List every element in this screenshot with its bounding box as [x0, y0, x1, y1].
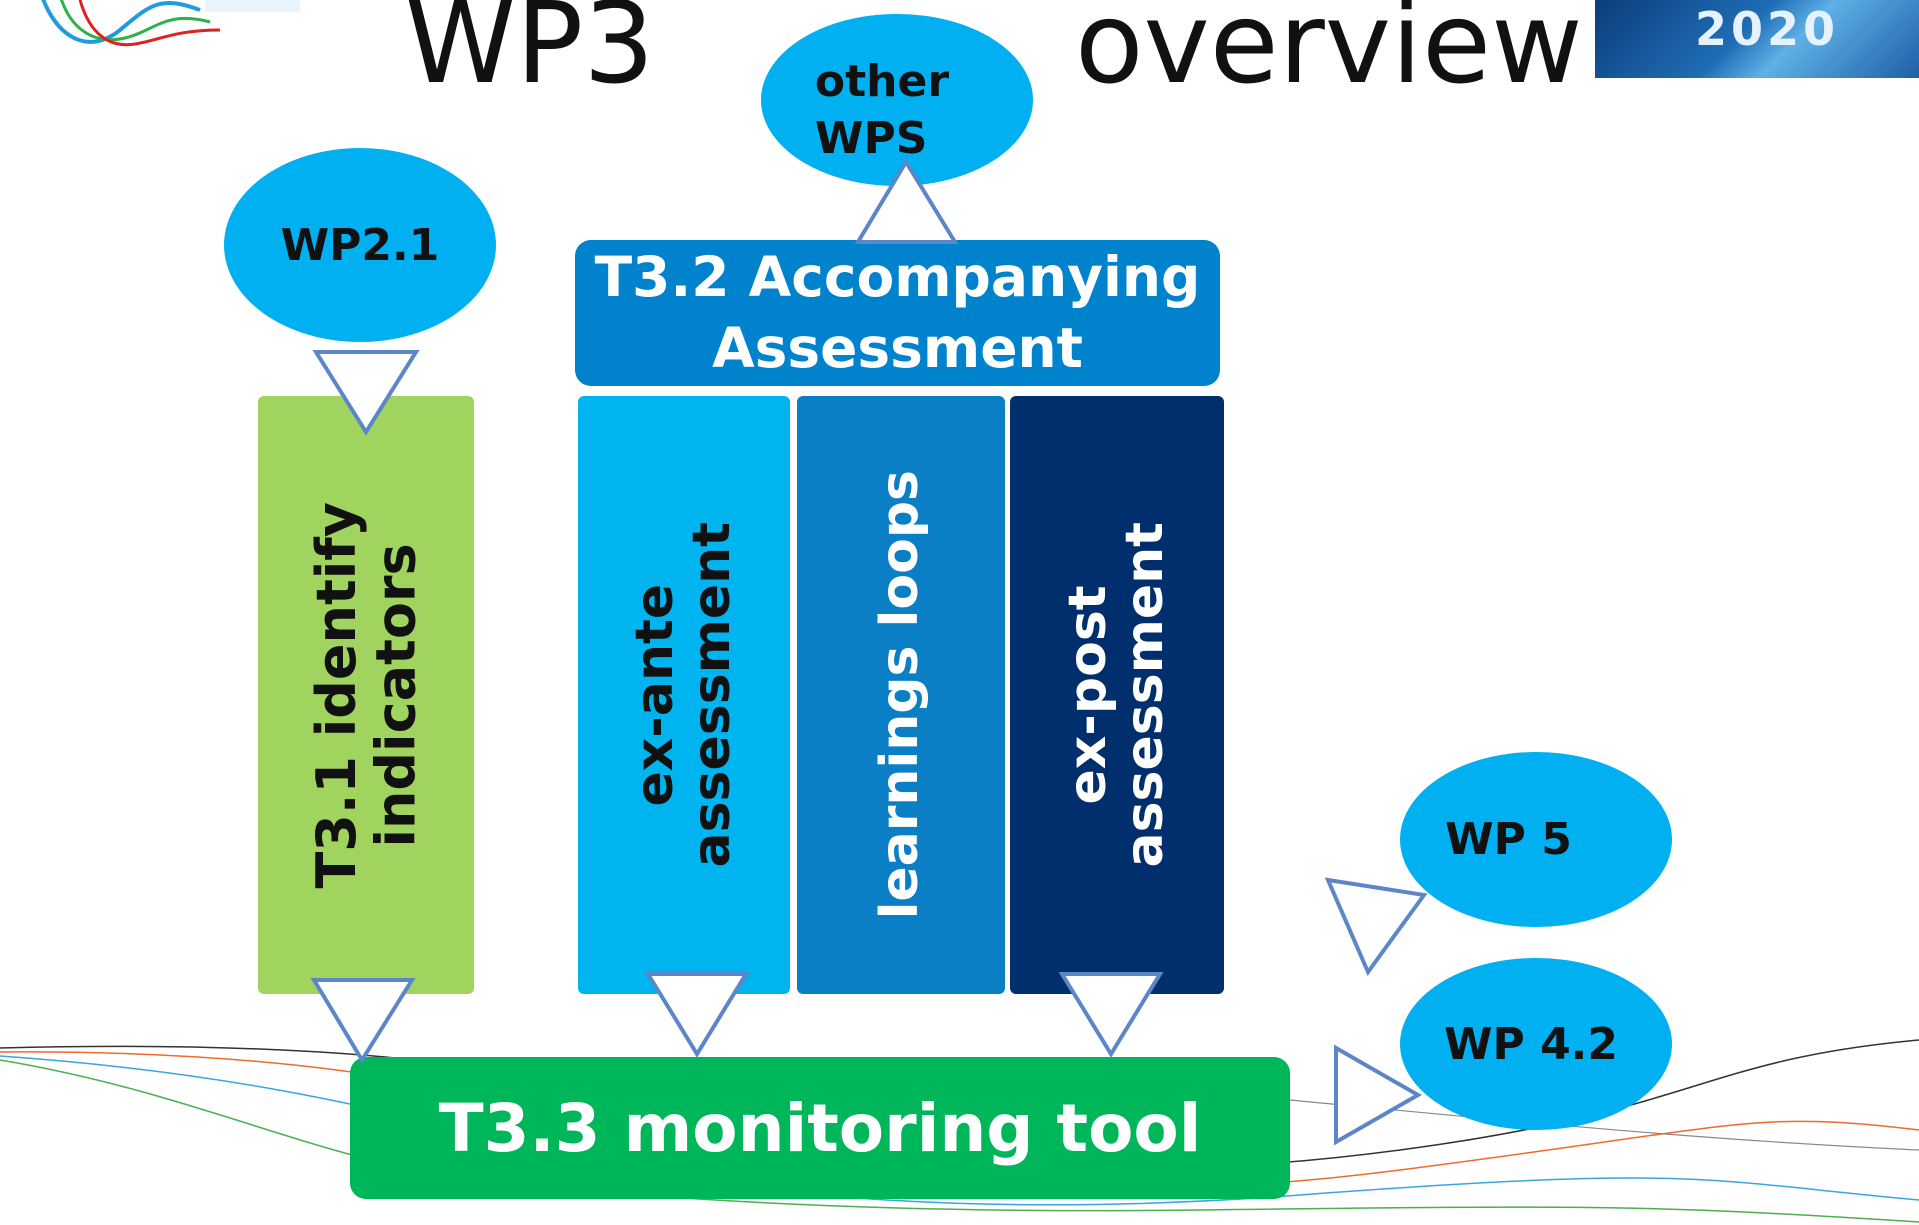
t33-label: T3.3 monitoring tool [438, 1089, 1202, 1167]
arrow-to-other-wps [854, 158, 959, 244]
horizon-2020-logo: 2020 [1595, 0, 1919, 78]
other-wps-label: other WPS [814, 55, 950, 164]
project-logo [41, 0, 300, 47]
wp42-ellipse: WP 4.2 [1400, 958, 1672, 1130]
arrow-to-wp5 [1324, 877, 1428, 977]
other-wps-ellipse: other WPS [761, 14, 1033, 186]
t32-accompanying-assessment-box: T3.2 Accompanying Assessment [575, 240, 1220, 386]
arrow-ex-post-to-t33 [1058, 972, 1164, 1058]
arrow-t33-to-wp42 [1334, 1044, 1423, 1146]
title-wp3: WP3 [405, 0, 655, 109]
ex-ante-assessment-box: ex-ante assessment [578, 396, 790, 994]
title-overview: overview [1075, 0, 1583, 109]
t32-label: T3.2 Accompanying Assessment [594, 244, 1201, 381]
logo-year: 2020 [1695, 2, 1840, 56]
ex-post-assessment-box: ex-post assessment [1010, 396, 1224, 994]
arrow-ex-ante-to-t33 [644, 972, 750, 1058]
wp5-ellipse: WP 5 [1400, 752, 1672, 927]
t31-identify-indicators-box: T3.1 identify indicators [258, 396, 474, 994]
arrow-t31-to-t33 [310, 978, 416, 1064]
arrow-wp21-to-t31 [312, 350, 420, 436]
wp42-label: WP 4.2 [1443, 1018, 1619, 1070]
learning-loops-box: learnings loops [797, 396, 1005, 994]
t33-monitoring-tool-box: T3.3 monitoring tool [350, 1057, 1290, 1199]
wp21-ellipse: WP2.1 [224, 148, 496, 342]
wp21-label: WP2.1 [280, 219, 440, 271]
wp5-label: WP 5 [1445, 814, 1572, 865]
